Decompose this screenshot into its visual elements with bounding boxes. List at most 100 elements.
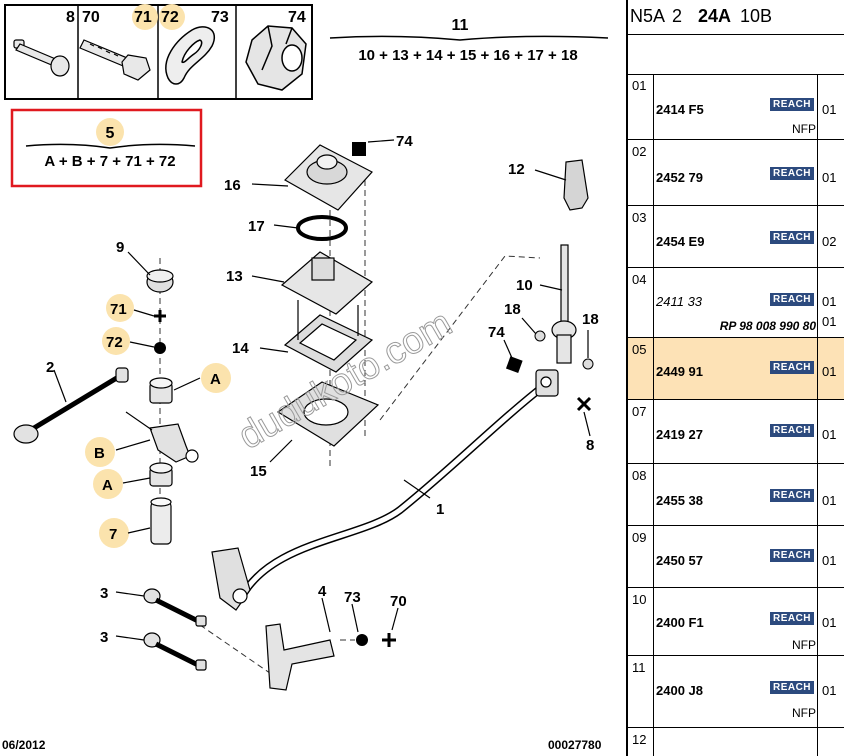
table-row[interactable]: 09 2450 57 REACH 01 [628,526,844,588]
row-reference: 2449 91 [656,364,703,379]
table-subheader [628,34,844,75]
rod-lower-bracket [211,547,251,611]
header-engine: 24A [698,6,732,26]
part-3-link-upper [143,588,207,627]
highlight-71 [106,294,134,322]
table-row[interactable]: 08 2455 38 REACH 01 [628,464,844,526]
row-reference: 2452 79 [656,170,703,185]
row-reference: 2455 38 [656,493,703,508]
part-16-housing-plate [284,144,373,211]
row-quantity: 01 [822,364,837,379]
row-reference: 2400 J8 [656,683,703,698]
highlight-72 [102,327,130,355]
reach-badge: REACH [770,98,814,111]
reach-badge: REACH [770,424,814,437]
reach-badge: REACH [770,167,814,180]
part-18-bushing-left [534,330,546,342]
dot-marker-72 [154,342,166,354]
label-18-right: 18 [582,311,599,328]
part-18-bushing-right [582,358,594,370]
table-row[interactable]: 11 2400 J8 REACH 01 NFP [628,656,844,728]
kit-number-73: 73 [211,9,229,26]
row-index: 09 [632,530,647,545]
plus-marker-70 [382,633,396,647]
label-1: 1 [436,501,444,518]
row-reference: 2450 57 [656,553,703,568]
row-replacement-reference: RP 98 008 990 80 [719,319,816,333]
label-74-top: 74 [396,133,413,150]
kit-number-70: 70 [82,9,100,26]
row-quantity: 02 [822,234,837,249]
table-row[interactable]: 12 [628,728,844,756]
part-17-ring [296,215,348,241]
diagram-canvas: 8 70 71 72 73 74 11 10 + 13 + 14 + 15 + … [2,4,609,752]
parts-table: N5A 2 24A 10B 01 2414 F5 REACH 01 NFP 02… [626,0,844,756]
label-70: 70 [390,593,407,610]
part-13-plate [280,251,374,315]
highlight-B [85,437,115,467]
part-A-bush-lower [149,462,173,487]
label-17: 17 [248,218,265,235]
square-marker-74-side [505,356,523,373]
row-index: 04 [632,272,647,287]
row-reference: 2414 F5 [656,102,704,117]
kit-5-box: 5 A + B + 7 + 71 + 72 [10,108,203,188]
row-reference: 2400 F1 [656,615,704,630]
part-10-lever [551,244,577,364]
table-row[interactable]: 02 2452 79 REACH 01 [628,140,844,206]
table-row[interactable]: 04 2411 33 REACH 01 01 RP 98 008 990 80 [628,268,844,338]
row-note: NFP [792,122,816,136]
label-18-left: 18 [504,301,521,318]
row-index: 02 [632,144,647,159]
leader-lines [53,139,591,641]
label-15: 15 [250,463,267,480]
table-row[interactable]: 03 2454 E9 REACH 02 [628,206,844,268]
row-index: 11 [632,660,646,675]
highlight-A-upper [201,363,231,393]
label-12: 12 [508,161,525,178]
highlight-7 [99,518,129,548]
header-gearbox: N5A [630,6,666,26]
row-reference: 2419 27 [656,427,703,442]
table-row[interactable]: 01 2414 F5 REACH 01 NFP [628,74,844,140]
table-row[interactable]: 07 2419 27 REACH 01 [628,400,844,464]
part-1-rod [236,381,548,602]
row-index: 10 [632,592,647,607]
row-reference: 2411 33 [656,294,703,309]
part-B-lever-arm [125,411,199,463]
row-quantity-secondary: 01 [822,314,837,329]
row-quantity: 01 [822,294,837,309]
row-index: 08 [632,468,647,483]
label-2: 2 [46,359,54,376]
row-index: 07 [632,404,647,419]
part-15-base [276,381,380,447]
row-quantity: 01 [822,683,837,698]
exploded-parts-diagram: 8 70 71 72 73 74 11 10 + 13 + 14 + 15 + … [2,4,609,752]
reach-badge: REACH [770,681,814,694]
row-note: NFP [792,706,816,720]
washer-icon [165,26,215,85]
reach-badge: REACH [770,293,814,306]
part-3-link-lower [143,632,207,671]
bolt-icon [79,39,151,81]
nut-icon [245,25,307,91]
kit-5-formula-text: A + B + 7 + 71 + 72 [44,153,175,170]
table-row-selected[interactable]: 05 2449 91 REACH 01 [628,338,844,400]
footer-date: 06/2012 [2,738,46,752]
table-row[interactable]: 10 2400 F1 REACH 01 NFP [628,588,844,656]
row-index: 03 [632,210,647,225]
reach-badge: REACH [770,231,814,244]
part-14-gasket [283,300,374,373]
label-8: 8 [586,437,594,454]
header-part2: 2 [672,6,683,26]
header-part4: 10B [740,6,773,26]
rod-end-yoke [535,369,559,397]
plus-marker-71 [154,310,166,322]
row-quantity: 01 [822,427,837,442]
row-note: NFP [792,638,816,652]
label-16: 16 [224,177,241,194]
cross-marker-8 [576,396,592,412]
kit-number-74: 74 [288,9,306,26]
part-2-link-rod [13,367,129,444]
part-4-bracket [265,623,335,691]
